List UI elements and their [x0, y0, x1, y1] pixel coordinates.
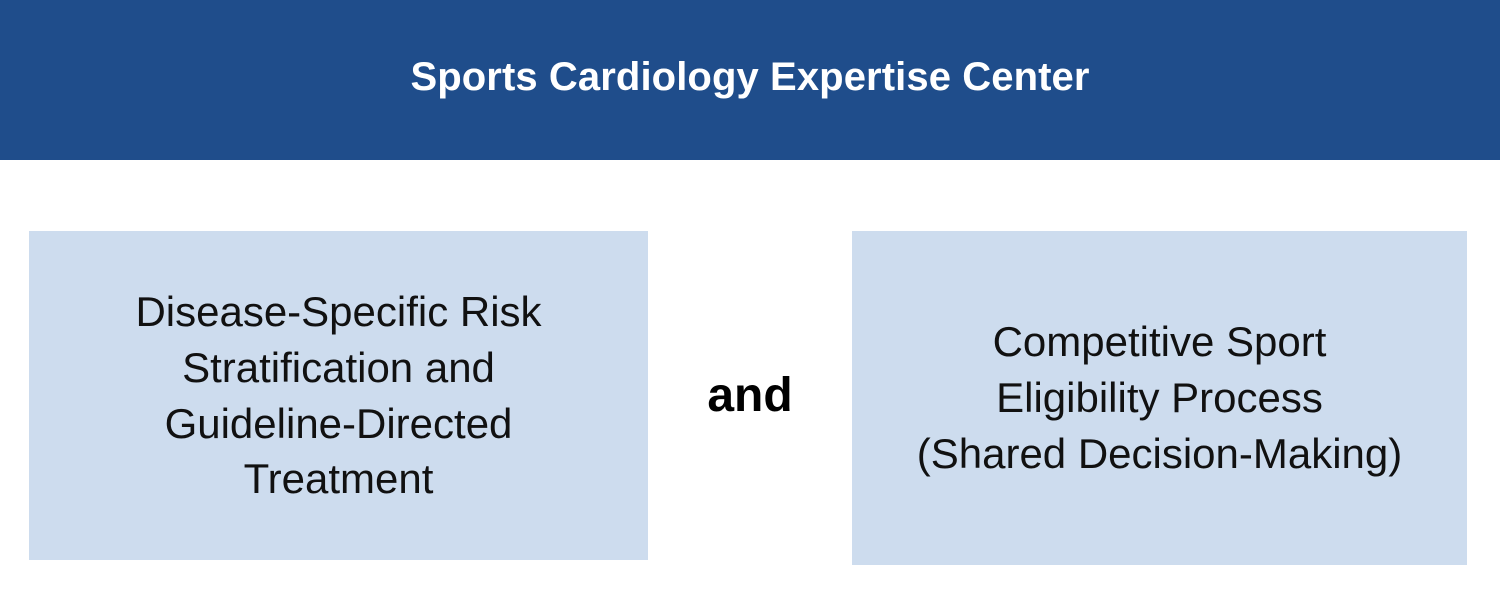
concept-box-eligibility-process: Competitive Sport Eligibility Process (S…: [852, 231, 1467, 565]
concept-box-text: Disease-Specific Risk Stratification and…: [29, 284, 648, 507]
concept-box-line: Treatment: [243, 455, 434, 503]
connector-label: and: [707, 368, 793, 422]
diagram-content-row: Disease-Specific Risk Stratification and…: [0, 160, 1500, 600]
concept-box-line: Disease-Specific Risk: [135, 287, 542, 335]
concept-box-line: Stratification and: [182, 343, 495, 391]
concept-box-line: Competitive Sport: [992, 318, 1327, 366]
connector-and: and: [648, 231, 852, 560]
page-title: Sports Cardiology Expertise Center: [410, 55, 1090, 99]
concept-box-line: Eligibility Process: [996, 374, 1323, 422]
concept-box-line: (Shared Decision-Making): [916, 429, 1403, 477]
concept-box-text: Competitive Sport Eligibility Process (S…: [852, 314, 1467, 482]
concept-box-line: Guideline-Directed: [164, 399, 513, 447]
header-banner: Sports Cardiology Expertise Center: [0, 0, 1500, 160]
concept-box-risk-stratification: Disease-Specific Risk Stratification and…: [29, 231, 648, 560]
